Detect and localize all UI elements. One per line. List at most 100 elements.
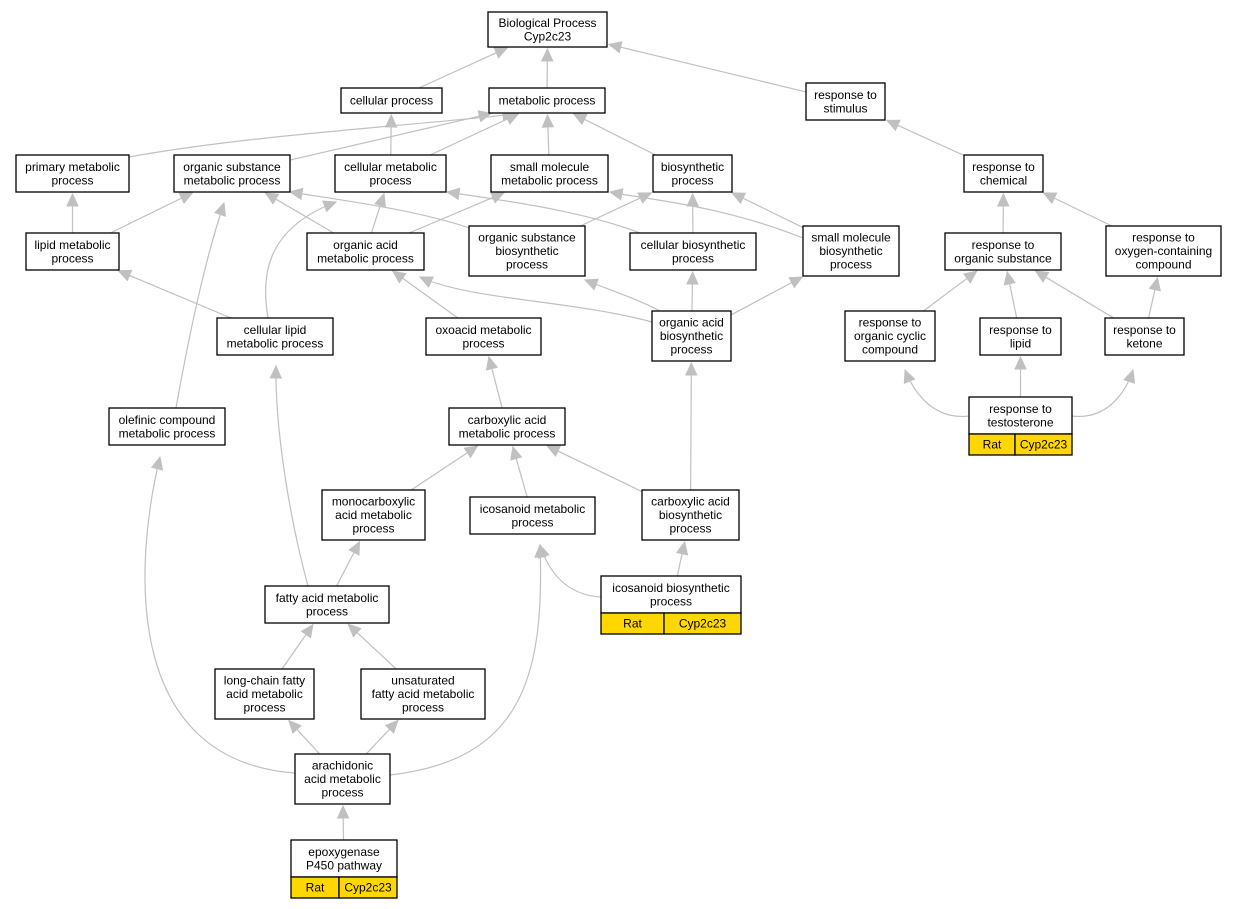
edge-oxoacid-metabolic-to-organic-acid-metabolic-arrowhead xyxy=(391,270,407,284)
node-box xyxy=(108,407,226,446)
edge-icosanoid-metabolic-to-carboxylic-acid-metabolic xyxy=(510,445,528,498)
edge-cellular-biosynthetic-to-cellular-metabolic-line xyxy=(446,191,641,234)
edge-carboxylic-acid-biosynthetic-to-organic-acid-biosynthetic-arrowhead xyxy=(685,361,698,376)
node-label-line: response to xyxy=(972,238,1035,252)
node-label-line: cellular process xyxy=(350,94,433,108)
edge-icosanoid-biosynthetic-to-icosanoid-metabolic xyxy=(537,543,602,598)
node-box xyxy=(360,668,486,720)
edge-arachidonic-acid-metabolic-to-olefinic-compound-metabolic xyxy=(144,455,296,774)
edge-response-to-testosterone-to-response-to-organic-cyclic-line xyxy=(904,369,970,417)
node-label-line: response to xyxy=(1132,231,1195,245)
node-label-line: metabolic process xyxy=(317,251,414,265)
edge-monocarboxylic-acid-metabolic-to-carboxylic-acid-metabolic xyxy=(410,445,479,491)
edge-unsaturated-fatty-acid-metabolic-to-fatty-acid-metabolic-arrowhead xyxy=(347,623,362,638)
edge-cellular-lipid-metabolic-to-lipid-metabolic-line xyxy=(127,274,232,319)
node-box xyxy=(844,310,936,362)
edge-organic-acid-biosynthetic-to-small-molecule-biosynthetic-arrowhead xyxy=(788,276,804,289)
edge-response-to-chemical-to-response-to-stimulus-arrowhead xyxy=(885,119,901,132)
node-label-line: metabolic process xyxy=(499,94,596,108)
edge-carboxylic-acid-biosynthetic-to-carboxylic-acid-metabolic-arrowhead xyxy=(546,445,562,457)
edge-fatty-acid-metabolic-to-cellular-lipid-metabolic-line xyxy=(275,365,309,587)
node-cellular-process[interactable]: cellular process xyxy=(340,87,443,114)
edge-biosynthetic-to-metabolic-process xyxy=(572,113,656,156)
edge-lipid-metabolic-to-organic-substance-metabolic-arrowhead xyxy=(178,192,194,205)
node-box xyxy=(802,225,900,277)
node-label-line: process xyxy=(462,336,504,350)
edge-arachidonic-acid-metabolic-to-olefinic-compound-metabolic-line xyxy=(144,456,296,774)
edge-unsaturated-fatty-acid-metabolic-to-fatty-acid-metabolic xyxy=(347,623,397,670)
edge-cellular-lipid-metabolic-to-cellular-metabolic xyxy=(265,200,338,319)
node-label-line: metabolic process xyxy=(119,426,216,440)
edge-carboxylic-acid-biosynthetic-to-organic-acid-biosynthetic xyxy=(685,361,698,491)
edge-response-to-stimulus-to-bp-line xyxy=(618,46,807,93)
edge-lipid-metabolic-to-organic-substance-metabolic xyxy=(110,192,194,234)
edge-small-molecule-biosynthetic-to-biosynthetic-arrowhead xyxy=(731,192,747,205)
node-label-line: process xyxy=(51,173,93,187)
node-label-line: metabolic process xyxy=(501,173,598,187)
node-box xyxy=(641,489,740,541)
node-label-line: metabolic process xyxy=(459,426,556,440)
node-label-line: response to xyxy=(972,160,1035,174)
node-box xyxy=(216,317,334,356)
edge-olefinic-compound-metabolic-to-organic-substance-metabolic xyxy=(175,201,227,409)
edge-small-molecule-metabolic-to-metabolic-process-arrowhead xyxy=(541,113,555,128)
edge-organic-substance-biosynthetic-to-biosynthetic xyxy=(580,192,653,227)
edge-cellular-biosynthetic-to-cellular-metabolic-arrowhead xyxy=(445,187,461,201)
node-label-line: process xyxy=(243,701,285,715)
node-label-line: compound xyxy=(1135,258,1191,272)
edge-response-to-lipid-to-response-to-organic-substance-arrowhead xyxy=(1003,270,1016,286)
edge-response-to-ketone-to-response-to-organic-substance-line xyxy=(1043,275,1115,319)
node-label-line: lipid xyxy=(1010,336,1031,350)
node-box xyxy=(214,668,315,720)
edge-cellular-biosynthetic-to-biosynthetic xyxy=(686,192,699,234)
edge-cellular-process-to-bp-arrowhead xyxy=(493,47,509,59)
node-box xyxy=(805,82,886,121)
edge-lipid-metabolic-to-primary-metabolic-arrowhead xyxy=(66,192,79,207)
edge-organic-acid-metabolic-to-organic-substance-metabolic xyxy=(264,192,335,234)
edge-epoxygenase-to-arachidonic-acid-metabolic-arrowhead xyxy=(336,804,350,819)
edge-epoxygenase-to-arachidonic-acid-metabolic xyxy=(336,804,350,841)
edge-carboxylic-acid-metabolic-to-oxoacid-metabolic xyxy=(485,355,503,409)
node-metabolic-process[interactable]: metabolic process xyxy=(488,87,606,114)
edge-biosynthetic-to-metabolic-process-line xyxy=(582,117,656,156)
edge-long-chain-fatty-acid-metabolic-to-fatty-acid-metabolic-line xyxy=(281,632,308,670)
node-box xyxy=(600,575,742,614)
edge-response-to-ketone-to-response-to-organic-substance-arrowhead xyxy=(1034,270,1050,283)
edge-organic-acid-metabolic-to-organic-substance-metabolic-line xyxy=(273,197,335,234)
edge-arachidonic-acid-metabolic-to-long-chain-fatty-acid-metabolic-arrowhead xyxy=(287,719,302,734)
